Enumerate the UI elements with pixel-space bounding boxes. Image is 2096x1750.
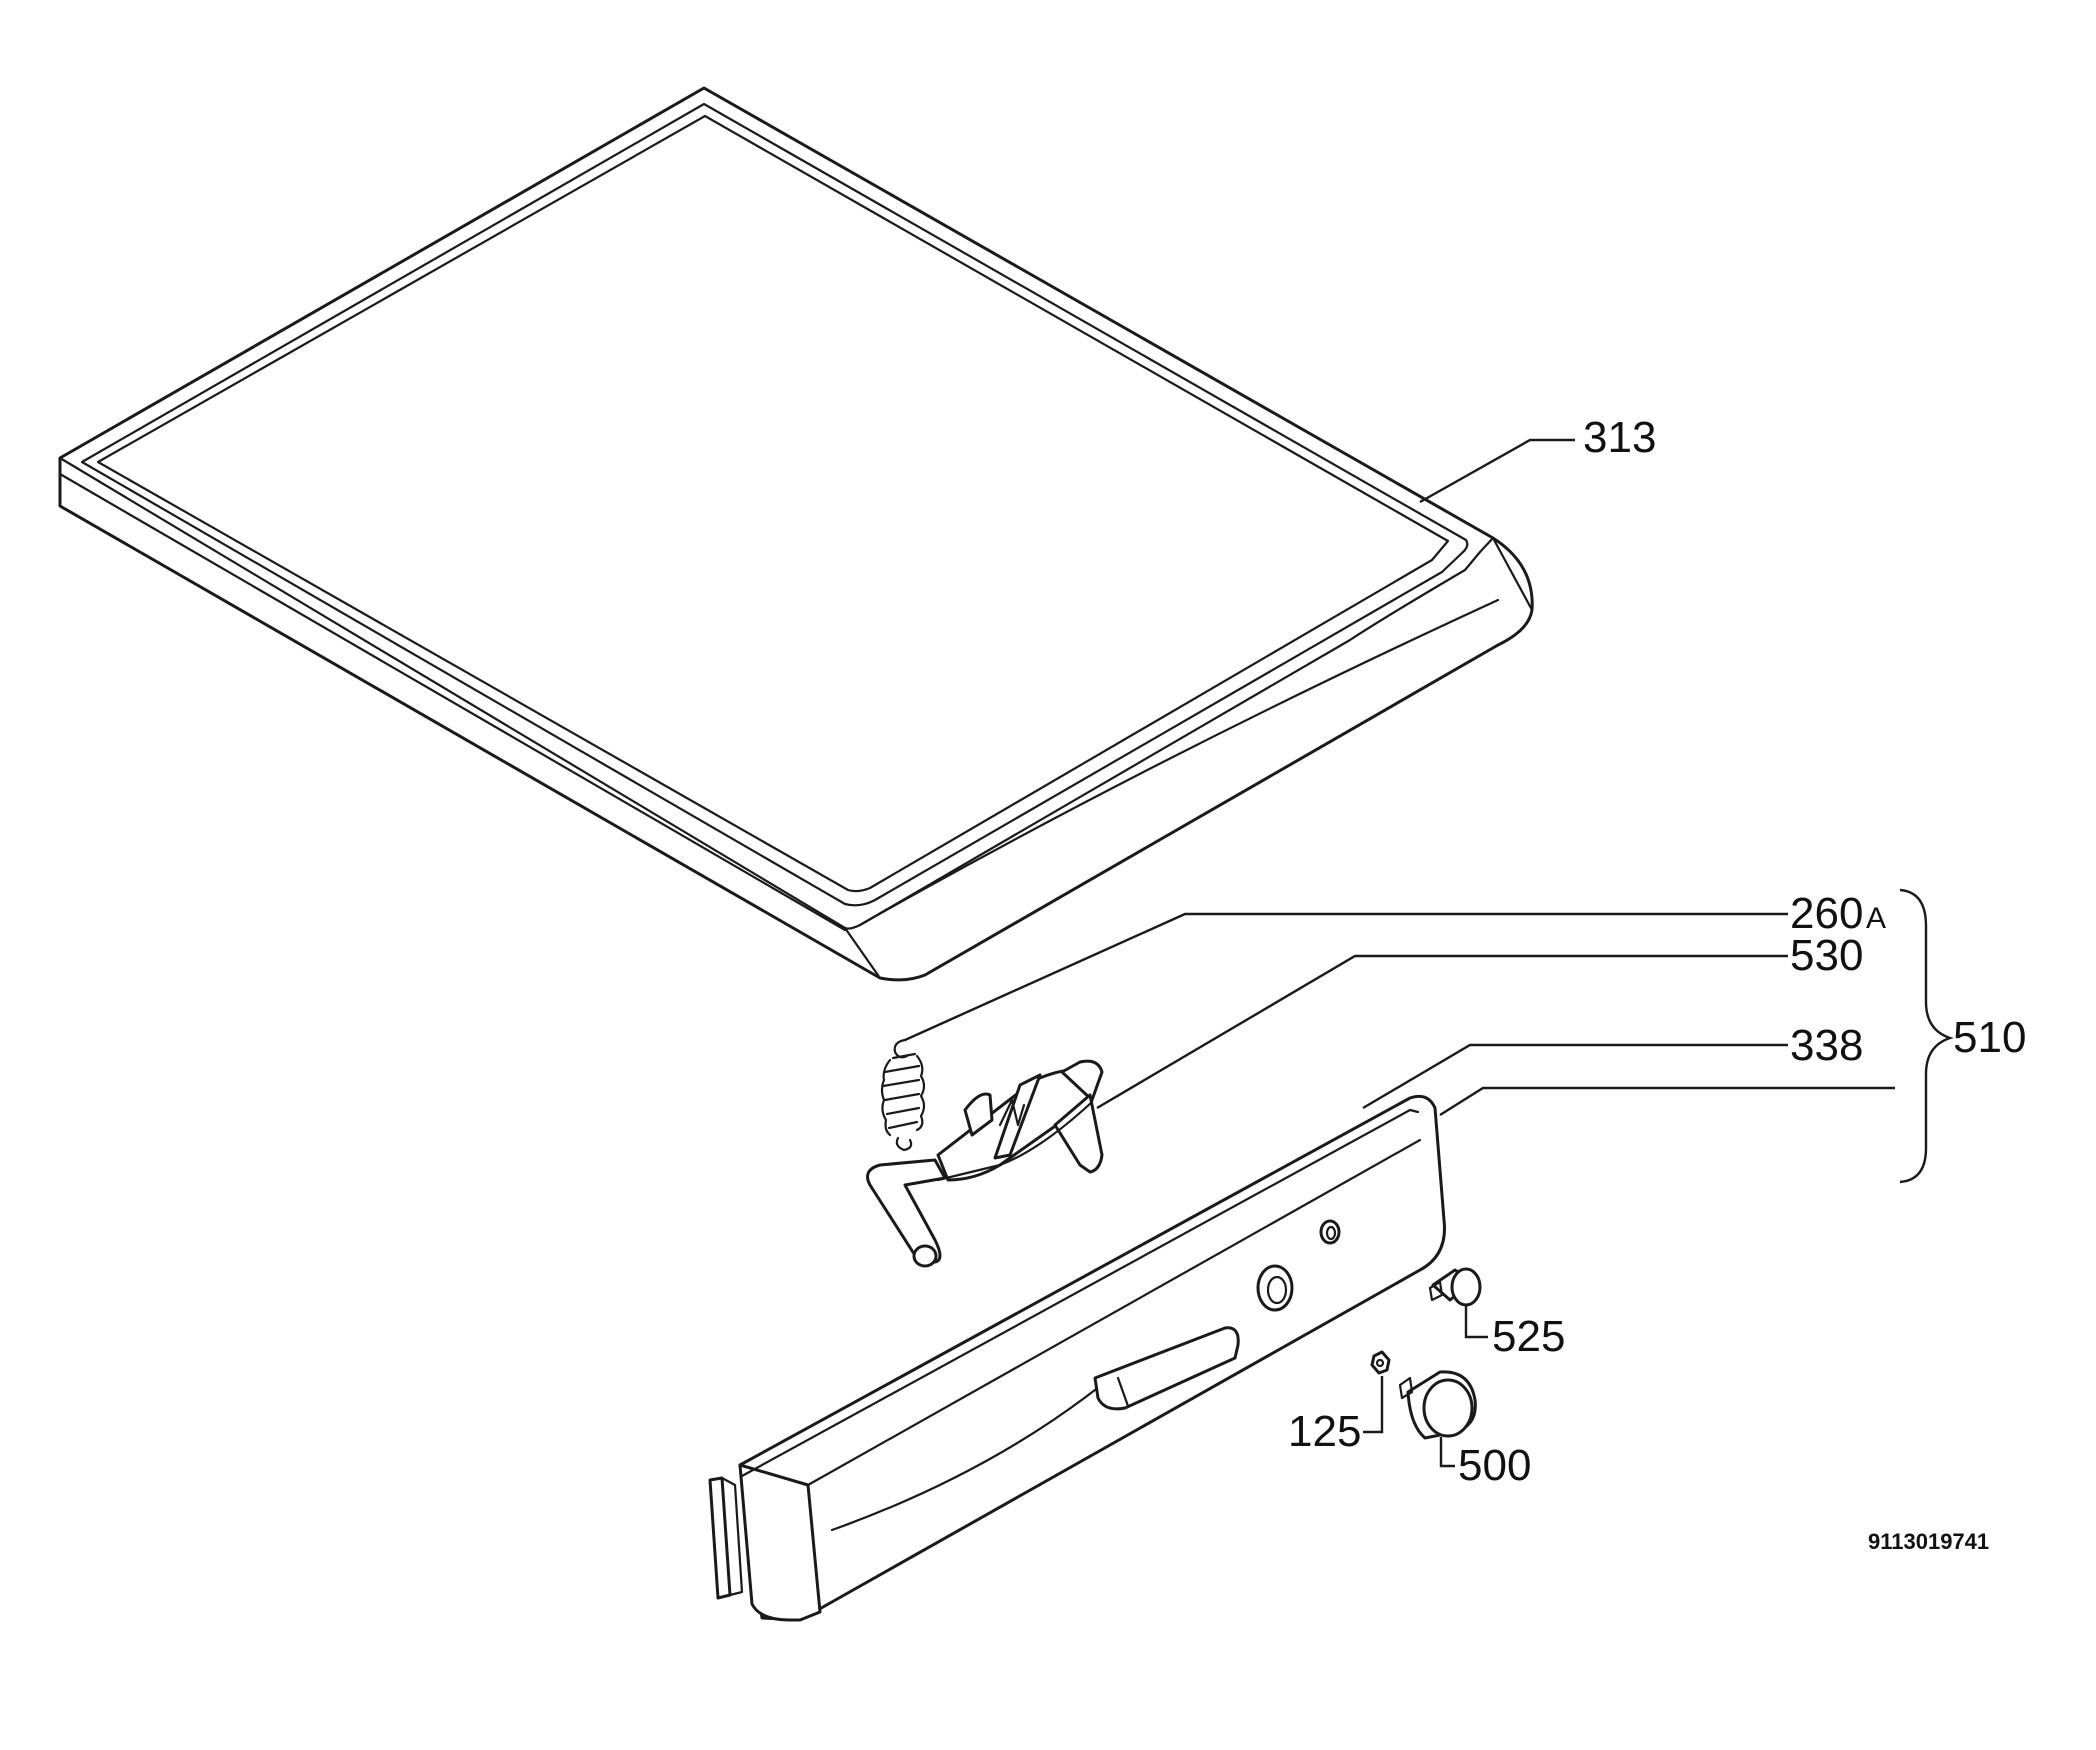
hinge-part <box>866 1059 1104 1268</box>
nut-part <box>1370 1350 1391 1375</box>
lid-part <box>58 86 1534 982</box>
callout-530: 530 <box>1790 931 1863 980</box>
leader-lines <box>904 438 1895 1468</box>
callout-510: 510 <box>1953 1013 2026 1062</box>
callout-525: 525 <box>1492 1312 1565 1361</box>
spring-part <box>880 1038 926 1152</box>
callout-500: 500 <box>1458 1441 1531 1490</box>
side-strip-part <box>708 1476 744 1600</box>
callout-313: 313 <box>1583 413 1656 462</box>
control-panel-part <box>738 1094 1446 1622</box>
callout-260-suffix: A <box>1866 902 1886 935</box>
callout-260: 260 <box>1790 889 1863 938</box>
group-brace <box>1899 888 1954 1184</box>
callout-338: 338 <box>1790 1021 1863 1070</box>
large-knob-part <box>1398 1370 1477 1440</box>
small-knob-part <box>1428 1267 1482 1307</box>
callout-125: 125 <box>1288 1407 1361 1456</box>
document-number: 9113019741 <box>1868 1529 1989 1554</box>
